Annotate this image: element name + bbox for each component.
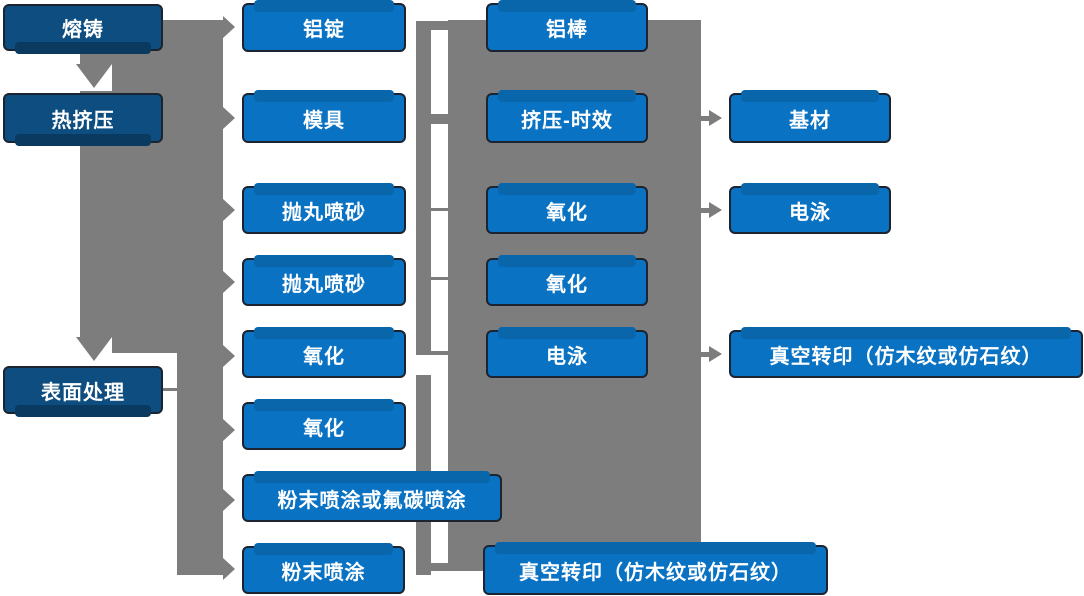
right-arrow-icon-row5: [223, 345, 235, 367]
node-rongzhu: 熔铸: [3, 4, 163, 54]
right-arrow-icon-row7: [223, 489, 235, 511]
right-arrow-icon-row6: [223, 419, 235, 441]
right-arrow-icon-row3: [223, 199, 235, 221]
node-rejiya: 热挤压: [3, 93, 163, 146]
middle-bus-upper: [416, 21, 431, 355]
bus-stub-row5: [416, 351, 448, 355]
node-jicai: 基材: [729, 90, 891, 143]
surface-treatment-connector: [163, 388, 179, 391]
node-zhenkongzhuanyin-bottom: 真空转印（仿木纹或仿石纹）: [483, 542, 828, 595]
node-dianyong-1: 电泳: [486, 327, 648, 378]
right-arrow-icon-row4: [223, 271, 235, 293]
bus-stub-row4: [431, 277, 448, 280]
down-arrow-icon-1: [76, 64, 112, 88]
node-fenmopentu: 粉末喷涂: [242, 543, 405, 594]
left-trunk-lower: [177, 353, 223, 575]
node-zhenkongzhuanyin-right: 真空转印（仿木纹或仿石纹）: [729, 327, 1083, 378]
node-lvding: 铝锭: [242, 0, 406, 52]
right-arrow-icon-row1: [223, 16, 235, 38]
bus-stub-row1: [431, 21, 448, 30]
block-arrow-shaft-row3: [701, 208, 710, 213]
down-arrow-icon-2: [76, 337, 112, 361]
node-jiya-shixiao: 挤压-时效: [486, 90, 648, 143]
node-yanghua-1: 氧化: [242, 327, 406, 378]
block-arrow-icon-row5: [709, 346, 722, 362]
right-arrow-icon-row2: [223, 107, 235, 129]
node-yanghua-4: 氧化: [486, 255, 648, 306]
bus-stub-row3: [431, 208, 448, 211]
right-arrow-icon-row8: [223, 558, 235, 580]
node-yanghua-3: 氧化: [486, 183, 648, 234]
block-arrow-icon-row3: [709, 202, 722, 218]
node-yanghua-2: 氧化: [242, 399, 406, 450]
block-arrow-shaft-row2: [701, 116, 710, 121]
node-moju: 模具: [242, 90, 406, 143]
node-fenmo-futan: 粉末喷涂或氟碳喷涂: [242, 471, 502, 522]
bus-stub-row2: [431, 114, 448, 124]
block-arrow-shaft-row5: [701, 352, 710, 357]
node-biaomianchuli: 表面处理: [3, 366, 163, 417]
block-arrow-icon-row2: [709, 110, 722, 126]
node-paowanpensha-2: 抛丸喷砂: [242, 255, 406, 306]
node-dianyong-2: 电泳: [729, 183, 891, 234]
node-paowanpensha-1: 抛丸喷砂: [242, 183, 406, 234]
node-lvbang: 铝棒: [486, 0, 648, 52]
